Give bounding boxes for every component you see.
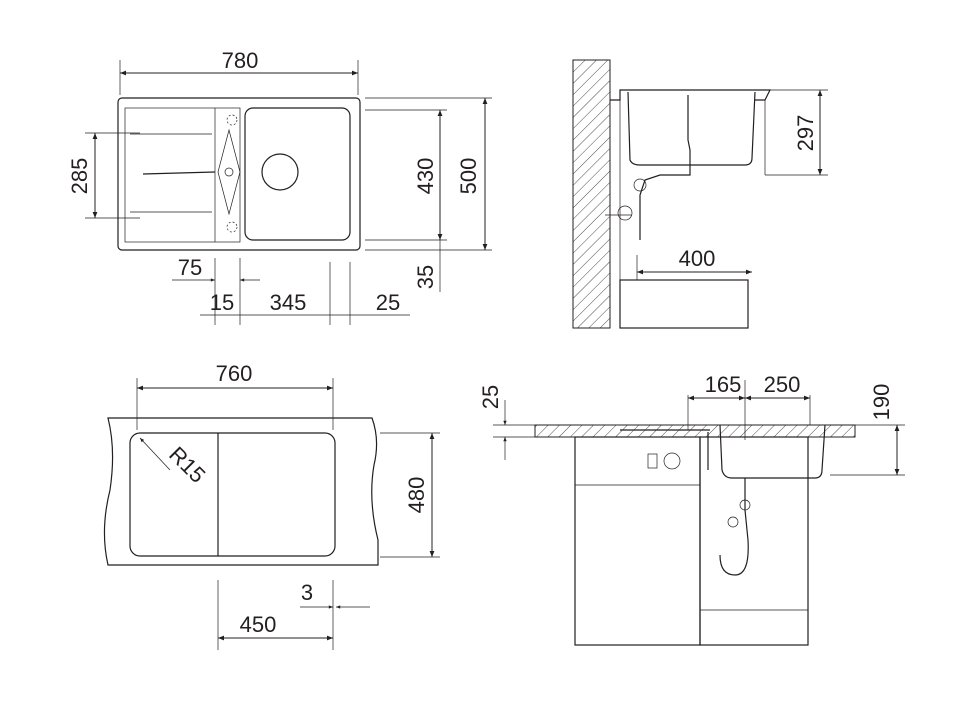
dim-190: 190: [869, 384, 894, 421]
drain-icon: [261, 153, 299, 191]
dim-35: 35: [413, 265, 438, 289]
dim-25-top: 25: [478, 385, 503, 409]
sink-plan-view: 780 285 430 500 35 75 15 345 25: [67, 48, 492, 325]
sink-side-section: 297 400: [572, 59, 828, 329]
dim-165: 165: [705, 372, 742, 397]
dim-760: 760: [216, 361, 253, 386]
dim-15: 15: [210, 290, 234, 315]
cutout-template: 760 R15 480 3 450: [103, 361, 440, 650]
dim-430: 430: [413, 158, 438, 195]
dim-75: 75: [178, 255, 202, 280]
dim-400: 400: [679, 246, 716, 271]
dim-285: 285: [67, 158, 92, 195]
radius-r15: R15: [164, 442, 210, 488]
dim-480: 480: [404, 477, 429, 514]
dim-297: 297: [793, 115, 818, 152]
dim-250: 250: [764, 372, 801, 397]
socket-icon: [647, 453, 658, 469]
sink-cabinet-view: 25 165 250 190: [478, 372, 905, 646]
dim-25: 25: [376, 290, 400, 315]
dim-450: 450: [240, 612, 277, 637]
dim-500: 500: [456, 158, 481, 195]
dim-3: 3: [301, 580, 313, 605]
dim-780: 780: [222, 48, 259, 73]
dim-345: 345: [270, 290, 307, 315]
